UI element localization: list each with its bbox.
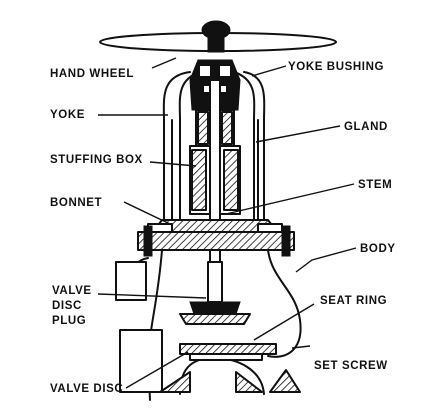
label-yoke-bushing: YOKE BUSHING [288, 61, 384, 73]
seat-ring [179, 343, 277, 361]
label-valve-disc-plug-1: VALVE [52, 285, 92, 297]
label-stuffing-box: STUFFING BOX [50, 154, 143, 166]
label-gland: GLAND [344, 121, 388, 133]
yoke [162, 71, 266, 223]
label-valve-disc-plug-3: PLUG [52, 315, 86, 327]
body [115, 225, 302, 401]
label-seat-ring: SEAT RING [320, 295, 387, 307]
label-valve-disc-plug-2: DISC [52, 300, 82, 312]
label-yoke: YOKE [50, 109, 85, 121]
label-hand-wheel: HAND WHEEL [50, 68, 134, 80]
label-set-screw: SET SCREW [314, 360, 388, 372]
leader-lines [97, 57, 357, 389]
labels: HAND WHEEL YOKE BUSHING YOKE GLAND STUFF… [50, 61, 396, 395]
label-bonnet: BONNET [50, 197, 102, 209]
hand-wheel [99, 20, 337, 53]
label-stem: STEM [358, 179, 392, 191]
valve-disc-plug [179, 261, 251, 325]
label-body: BODY [360, 243, 396, 255]
label-valve-disc: VALVE DISC [50, 383, 123, 395]
